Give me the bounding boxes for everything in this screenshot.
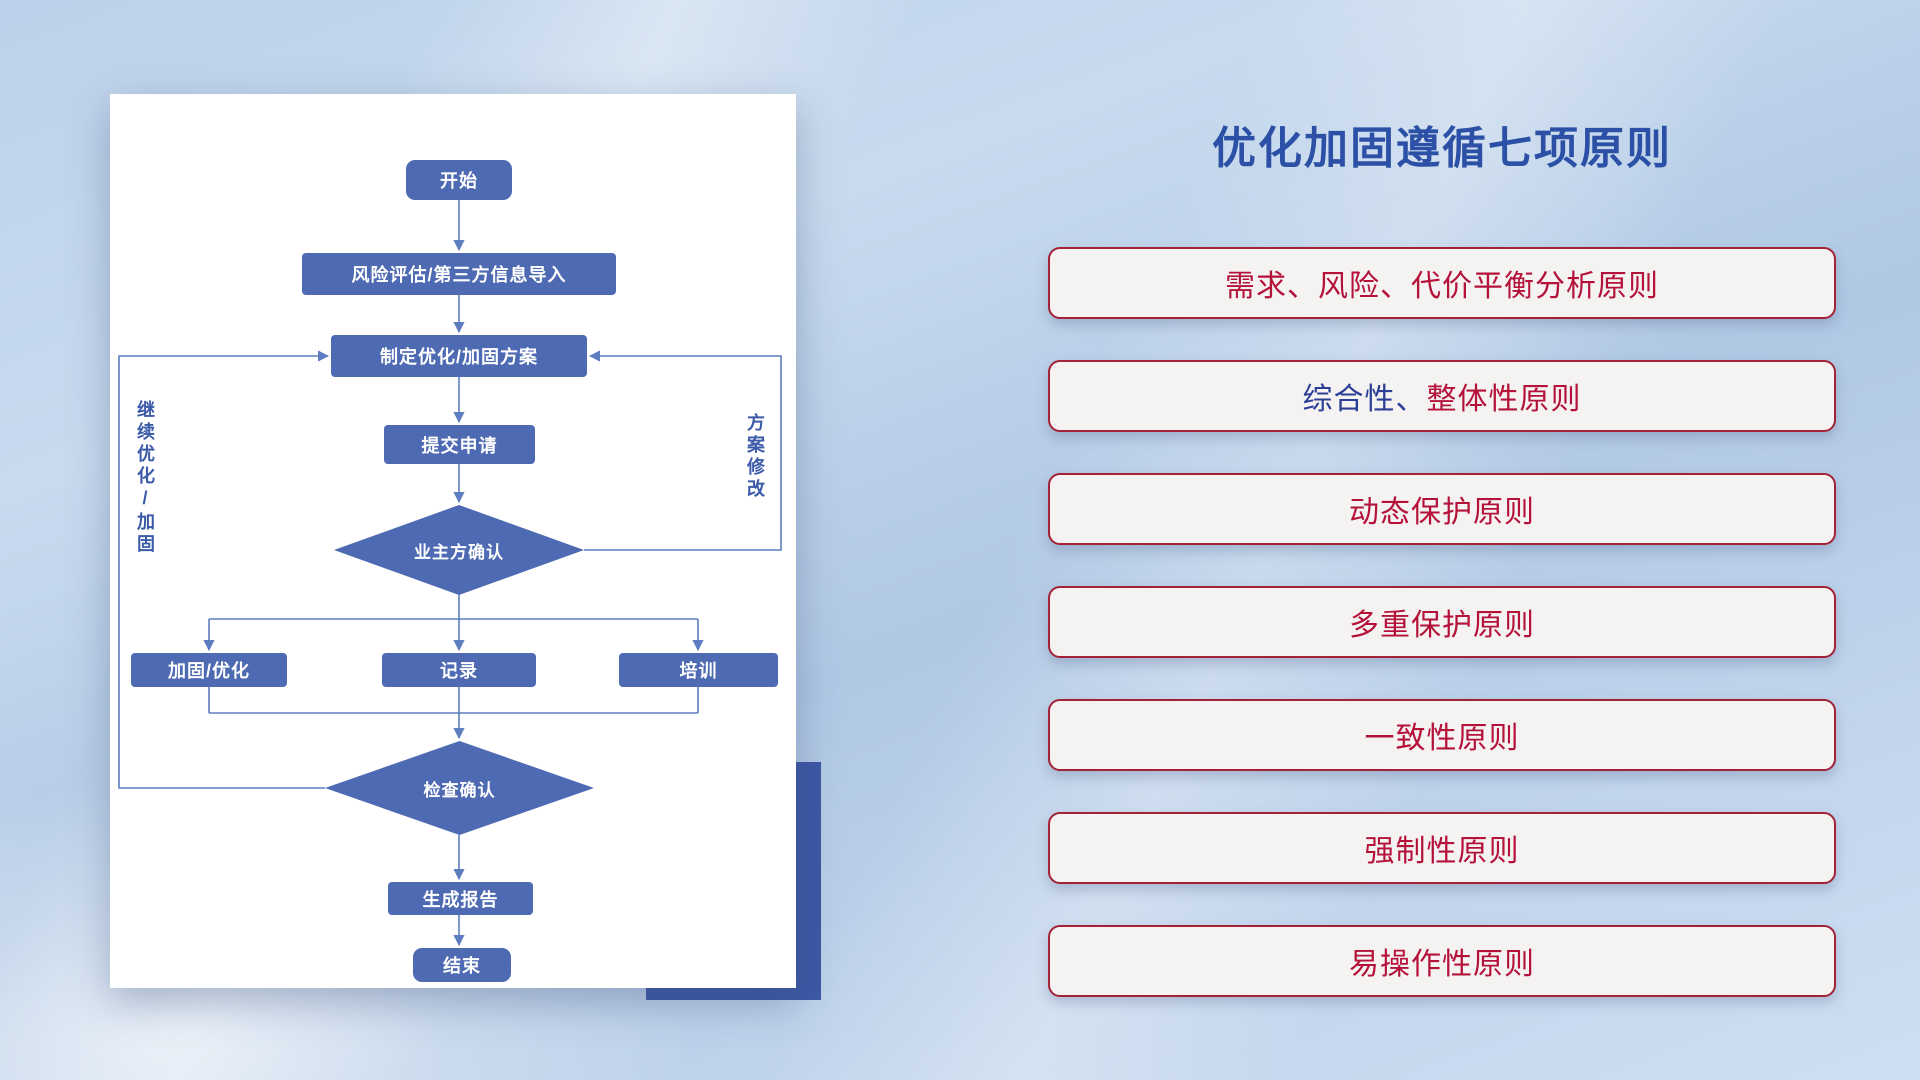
flowchart-connectors: [118, 200, 782, 947]
principle-card-multi-protection: 多重保护原则: [1048, 586, 1836, 658]
flow-node-record: 记录: [382, 653, 536, 687]
principle-text-red: 整体性原则: [1426, 383, 1582, 416]
principle-card-dynamic-protection: 动态保护原则: [1048, 473, 1836, 545]
principle-text-red: 一致性原则: [1364, 722, 1520, 755]
principle-text-red: 需求、风险、代价平衡分析原则: [1225, 270, 1659, 303]
principle-text-blue: 综合性、: [1302, 383, 1427, 416]
principle-card-comprehensive: 综合性、整体性原则: [1048, 360, 1836, 432]
principle-text-red: 易操作性原则: [1349, 948, 1535, 981]
principle-card-balance: 需求、风险、代价平衡分析原则: [1048, 247, 1836, 319]
flowchart-card: 开始 风险评估/第三方信息导入 制定优化/加固方案 提交申请 业主方确认 加固/…: [110, 94, 796, 988]
principles-list: 需求、风险、代价平衡分析原则 综合性、整体性原则 动态保护原则 多重保护原则 一…: [1048, 247, 1836, 997]
flow-label-continue-loop: 继续优化/加固: [135, 400, 155, 556]
flow-node-make-plan: 制定优化/加固方案: [331, 335, 587, 377]
principle-text-red: 强制性原则: [1364, 835, 1520, 868]
principle-card-mandatory: 强制性原则: [1048, 812, 1836, 884]
principle-card-consistency: 一致性原则: [1048, 699, 1836, 771]
principle-text-red: 动态保护原则: [1349, 496, 1535, 529]
principle-text-red: 多重保护原则: [1349, 609, 1535, 642]
flow-node-start: 开始: [406, 160, 512, 200]
principle-card-operability: 易操作性原则: [1048, 925, 1836, 997]
flow-node-end: 结束: [413, 948, 511, 982]
panel-title: 优化加固遵循七项原则: [1212, 124, 1672, 173]
flow-label-modify-plan: 方案修改: [745, 413, 765, 501]
flow-node-risk-import: 风险评估/第三方信息导入: [302, 253, 616, 295]
flow-node-training: 培训: [619, 653, 778, 687]
flow-node-report: 生成报告: [388, 882, 533, 915]
flow-node-reinforce: 加固/优化: [131, 653, 287, 687]
flow-node-submit: 提交申请: [384, 425, 535, 464]
